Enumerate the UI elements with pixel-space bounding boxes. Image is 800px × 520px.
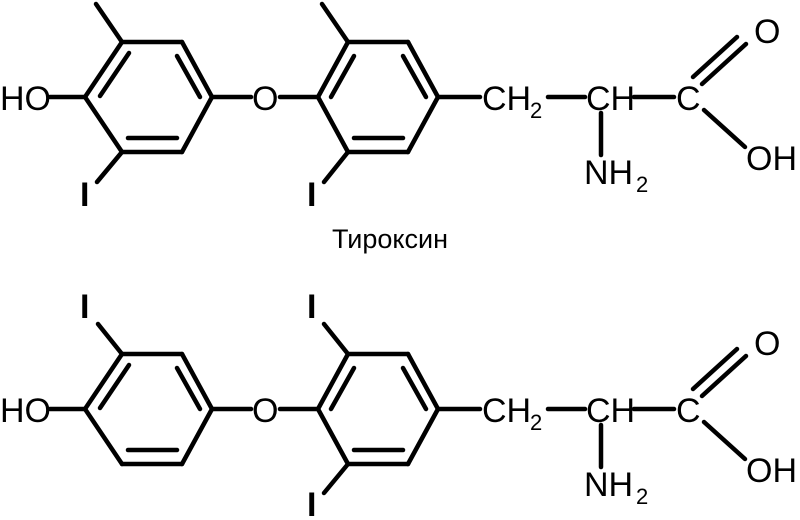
iodine-bond (321, 461, 351, 496)
iodine-bond (95, 321, 125, 357)
double-bond-inner (174, 53, 203, 100)
ring-bond (82, 351, 125, 412)
ch2-subscript: 2 (530, 98, 542, 123)
carbonyl-double-bond (690, 34, 740, 80)
double-bond-inner (328, 53, 357, 100)
double-bond-inner (97, 50, 132, 99)
ring-bond (82, 39, 125, 100)
ether-oxygen-label: O (252, 392, 278, 430)
ring-bond (82, 406, 125, 467)
ring-bond (82, 94, 125, 155)
iodine-label: I (307, 288, 316, 326)
molecule-2-bonds (47, 321, 749, 496)
double-bond-inner (400, 365, 429, 412)
methyl-bond (319, 1, 351, 45)
iodine-bond (321, 321, 351, 357)
carbonyl-double-bond (699, 353, 749, 399)
iodine-label: I (307, 486, 316, 520)
ring-bond (405, 351, 441, 412)
ch2-subscript: 2 (530, 410, 542, 435)
carboxyl-carbon-label: C (676, 392, 701, 430)
molecule-1-bonds (47, 1, 749, 185)
molecule-1-atoms: HO O I I CH 2 CH C O OH NH 2 (0, 13, 797, 214)
ch-label: CH (586, 392, 635, 430)
hydroxyl-label: HO (0, 392, 51, 430)
hydroxyl-bond (701, 419, 748, 462)
iodine-bond (94, 149, 125, 185)
amine-label: NH (584, 154, 633, 192)
carbonyl-double-bond (699, 41, 749, 87)
hydroxyl-label: HO (0, 80, 51, 118)
methyl-bond (93, 1, 125, 45)
molecule-name: Тироксин (332, 224, 448, 254)
ring-bond (405, 406, 441, 467)
ring-bond (315, 351, 351, 412)
carboxyl-oh-label: OH (746, 452, 797, 490)
molecule-1: HO O I I CH 2 CH C O OH NH 2 Тироксин (0, 1, 797, 254)
carboxyl-carbon-label: C (676, 80, 701, 118)
ring-bond (179, 351, 215, 412)
carboxyl-oh-label: OH (746, 140, 797, 178)
ring-bond (315, 94, 351, 155)
iodine-bond (321, 149, 351, 185)
carbonyl-oxygen-label: O (754, 13, 780, 51)
ring-bond (315, 406, 351, 467)
amine-subscript: 2 (636, 484, 648, 509)
iodine-label: I (307, 176, 316, 214)
ch2-label: CH (482, 392, 531, 430)
amine-subscript: 2 (636, 172, 648, 197)
ring-bond (179, 94, 215, 155)
double-bond-inner (400, 53, 429, 100)
carbonyl-oxygen-label: O (754, 325, 780, 363)
iodine-label: I (80, 176, 89, 214)
ring-bond (405, 94, 441, 155)
ring-bond (315, 39, 351, 100)
ring-bond (179, 406, 215, 467)
hydroxyl-bond (701, 107, 748, 150)
double-bond-inner (328, 365, 357, 412)
ether-oxygen-label: O (252, 80, 278, 118)
amine-label: NH (584, 466, 633, 504)
iodine-label: I (80, 288, 89, 326)
carbonyl-double-bond (690, 346, 740, 392)
molecule-2: HO O I I I CH 2 CH C O OH NH 2 (0, 288, 797, 520)
double-bond-inner (97, 362, 132, 411)
ch-label: CH (586, 80, 635, 118)
molecule-2-atoms: HO O I I I CH 2 CH C O OH NH 2 (0, 288, 797, 520)
ring-bond (179, 39, 215, 100)
double-bond-inner (174, 365, 203, 412)
ring-bond (405, 39, 441, 100)
ch2-label: CH (482, 80, 531, 118)
